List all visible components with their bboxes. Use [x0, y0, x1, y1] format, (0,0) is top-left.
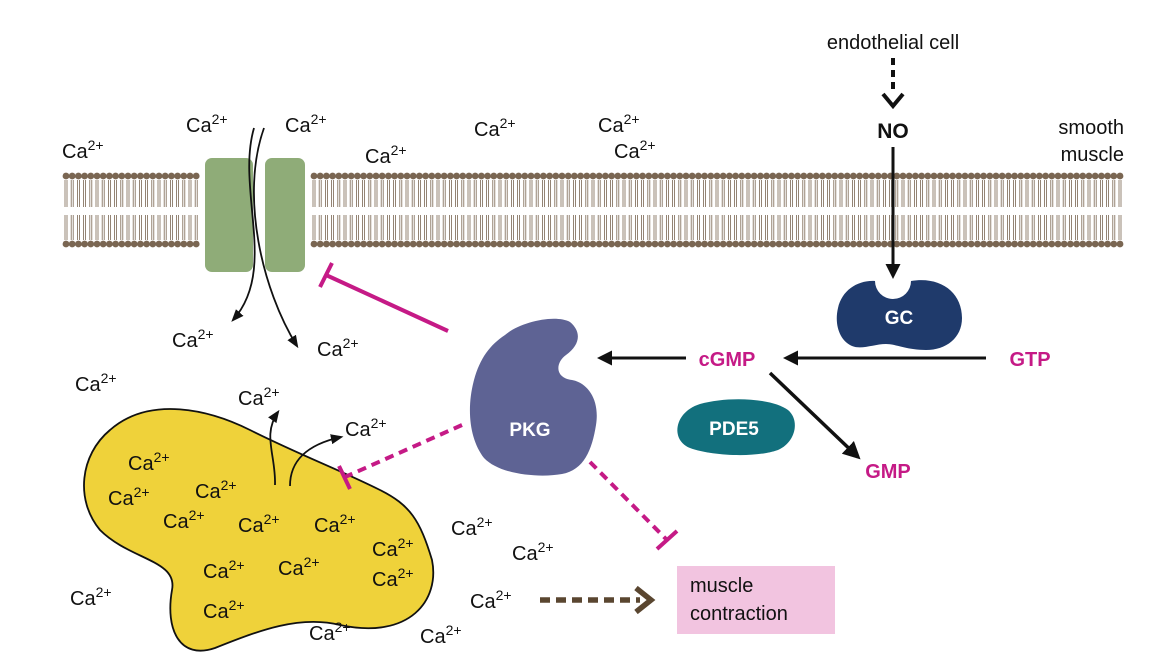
- calcium-ion-label: Ca2+: [365, 142, 407, 168]
- calcium-ion-label: Ca2+: [278, 554, 320, 580]
- calcium-ion-label: Ca2+: [598, 111, 640, 137]
- calcium-ion-label: Ca2+: [172, 326, 214, 352]
- calcium-ion-label: Ca2+: [195, 477, 237, 503]
- no-label: NO: [877, 120, 909, 143]
- calcium-ion-label: Ca2+: [372, 565, 414, 591]
- pde5-enzyme: [677, 399, 795, 456]
- calcium-ion-label: Ca2+: [238, 511, 280, 537]
- calcium-ion-label: Ca2+: [372, 535, 414, 561]
- calcium-ion-label: Ca2+: [203, 597, 245, 623]
- calcium-ion-label: Ca2+: [420, 622, 462, 648]
- calcium-ion-label: Ca2+: [203, 557, 245, 583]
- cgmp-to-gmp-arrow: [768, 371, 861, 460]
- smooth-label: smooth: [1058, 117, 1124, 139]
- calcium-ion-label: Ca2+: [345, 415, 387, 441]
- channel-left-subunit: [205, 158, 253, 272]
- channel-right-subunit: [265, 158, 305, 272]
- pkg-label: PKG: [509, 420, 550, 441]
- sarcoplasmic-reticulum: [83, 408, 435, 652]
- muscle-label: muscle: [1061, 144, 1124, 166]
- endothelial-no-arrowhead: [881, 92, 905, 110]
- muscle-contraction-box: [677, 566, 835, 634]
- membrane-inner-leaflet: [62, 215, 1124, 248]
- calcium-ion-label: Ca2+: [108, 484, 150, 510]
- gtp-label: GTP: [1009, 349, 1050, 371]
- pkg-inhibits-channel: [318, 262, 449, 333]
- calcium-ion-label: Ca2+: [314, 511, 356, 537]
- calcium-ion-labels: Ca2+ Ca2+ Ca2+ Ca2+ Ca2+ Ca2+ Ca2+ Ca2+ …: [62, 111, 656, 648]
- pkg-enzyme: [469, 318, 597, 476]
- calcium-ion-label: Ca2+: [186, 111, 228, 137]
- cgmp-label: cGMP: [699, 349, 756, 371]
- calcium-ion-label: Ca2+: [470, 587, 512, 613]
- calcium-influx-arrow-left: [231, 127, 256, 322]
- pkg-inhibits-contraction: [588, 460, 679, 551]
- calcium-ion-label: Ca2+: [614, 137, 656, 163]
- pkg-inhibits-sr: [337, 423, 463, 490]
- calcium-ion-label: Ca2+: [474, 115, 516, 141]
- membrane-outer-leaflet: [62, 172, 1124, 207]
- calcium-channel: [205, 127, 305, 349]
- calcium-ion-label: Ca2+: [163, 507, 205, 533]
- calcium-ion-label: Ca2+: [75, 370, 117, 396]
- sr-calcium-release-arrow-2: [289, 434, 344, 487]
- calcium-ion-label: Ca2+: [62, 137, 104, 163]
- muscle-contraction-label-line2: contraction: [690, 603, 788, 625]
- gc-label: GC: [885, 308, 914, 329]
- calcium-ion-label: Ca2+: [128, 449, 170, 475]
- calcium-to-contraction-arrowhead: [634, 585, 656, 615]
- pde5-label: PDE5: [709, 419, 759, 440]
- calcium-influx-arrow-right: [253, 127, 299, 349]
- sr-calcium-release-arrow-1: [268, 409, 280, 486]
- gc-enzyme: [836, 280, 962, 350]
- calcium-ion-label: Ca2+: [70, 584, 112, 610]
- calcium-ion-label: Ca2+: [309, 619, 351, 645]
- endothelial-cell-label: endothelial cell: [827, 32, 959, 54]
- cell-membrane: [62, 172, 1124, 248]
- calcium-ion-label: Ca2+: [238, 384, 280, 410]
- calcium-ion-label: Ca2+: [451, 514, 493, 540]
- calcium-ion-label: Ca2+: [512, 539, 554, 565]
- calcium-ion-label: Ca2+: [317, 335, 359, 361]
- gmp-label: GMP: [865, 461, 911, 483]
- muscle-contraction-label-line1: muscle: [690, 575, 753, 597]
- calcium-ion-label: Ca2+: [285, 111, 327, 137]
